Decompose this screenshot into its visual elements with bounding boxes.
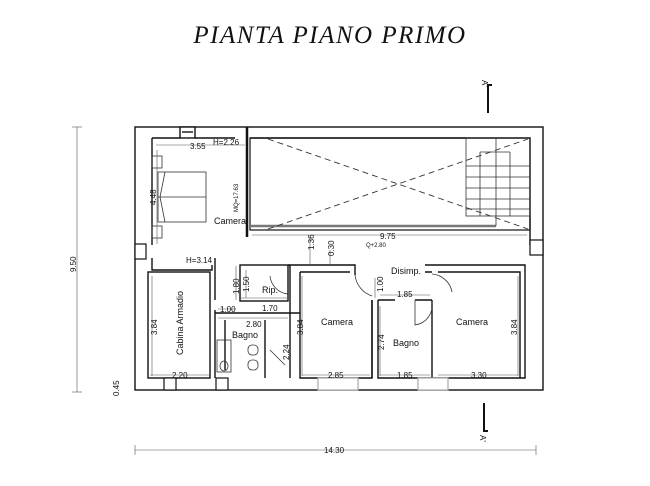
room-label-camera: Camera: [321, 317, 353, 327]
dim-274: 2.74: [377, 334, 386, 350]
dim-1430: 14.30: [324, 446, 345, 455]
dim-h226: H=2.26: [213, 138, 240, 147]
dim-180: 1.80: [232, 278, 241, 294]
dim-220: 2.20: [172, 371, 188, 380]
dim-224: 2.24: [282, 344, 291, 360]
dim-384b: 3.84: [296, 319, 305, 335]
dim-280: 2.80: [246, 320, 262, 329]
room-label-camera: Camera: [214, 216, 246, 226]
room-label-bagno: Bagno: [232, 330, 258, 340]
area-label: MQ=17.63: [234, 183, 240, 212]
room-label-cabina: Cabina Armadio: [175, 291, 185, 355]
section-label: A': [480, 80, 489, 87]
room-label-rip: Rip.: [262, 285, 278, 295]
room-label-disimp: Disimp.: [391, 266, 421, 276]
dim-045: 0.45: [112, 380, 121, 396]
stairs-icon: [465, 137, 531, 226]
dim-150: 1.50: [242, 276, 251, 292]
dim-100a: 1.00: [220, 305, 236, 314]
dim-185a: 1.85: [397, 290, 413, 299]
plan-title: PIANTA PIANO PRIMO: [193, 22, 467, 49]
dim-h314: H=3.14: [186, 256, 213, 265]
dim-975: 9.75: [380, 232, 396, 241]
dim-030: 0.30: [327, 240, 336, 256]
dim-950: 9.50: [69, 256, 78, 272]
dim-330: 3.30: [471, 371, 487, 380]
dim-355: 3.55: [190, 142, 206, 151]
sanitary-icons: [216, 339, 286, 373]
dim-170: 1.70: [262, 304, 278, 313]
section-marker-icon: [483, 84, 492, 432]
dim-136: 1.36: [307, 234, 316, 250]
room-label-bagno: Bagno: [393, 338, 419, 348]
section-label: A': [478, 435, 487, 442]
dim-384a: 3.84: [150, 319, 159, 335]
room-label-camera: Camera: [456, 317, 488, 327]
dim-285: 2.85: [328, 371, 344, 380]
dim-448: 4.48: [149, 189, 158, 205]
dim-100b: 1.00: [376, 276, 385, 292]
dim-384c: 3.84: [510, 319, 519, 335]
dim-185b: 1.85: [397, 371, 413, 380]
bed-icon: [151, 155, 207, 239]
level-label: Q+2.80: [366, 243, 387, 249]
